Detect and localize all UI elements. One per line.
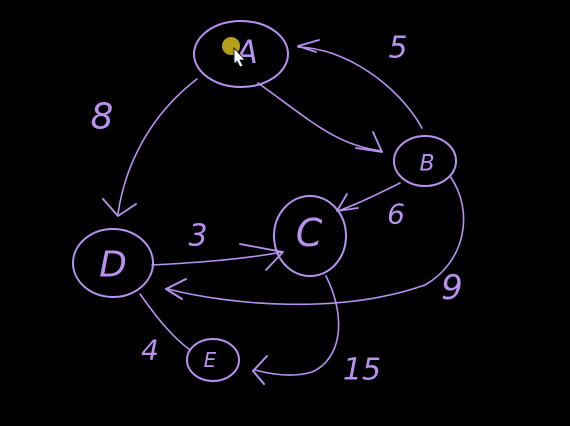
svg-text:4: 4	[141, 334, 159, 367]
node-b: B	[393, 135, 457, 187]
svg-text:E: E	[204, 348, 217, 372]
edge-a-b: 5	[257, 31, 423, 153]
edge-d-e: 4	[139, 293, 191, 367]
svg-text:C: C	[296, 211, 323, 255]
edge-b-c: 6	[336, 182, 405, 231]
edge-a-d: 8	[91, 78, 198, 217]
svg-text:5: 5	[388, 31, 407, 66]
svg-text:6: 6	[387, 198, 405, 231]
node-e: E	[186, 338, 240, 382]
edge-d-c: 3	[151, 219, 284, 271]
svg-text:3: 3	[188, 219, 207, 254]
node-d: D	[72, 228, 154, 298]
edge-c-e: 15	[252, 275, 381, 388]
svg-text:D: D	[99, 245, 127, 286]
pointer-highlight-icon	[222, 37, 246, 68]
node-a: A	[193, 20, 289, 88]
svg-text:B: B	[419, 152, 434, 177]
edge-b-d: 9	[165, 175, 465, 308]
svg-text:8: 8	[91, 97, 114, 138]
node-c: C	[273, 195, 347, 277]
svg-text:9: 9	[441, 268, 463, 308]
svg-text:15: 15	[343, 353, 381, 388]
